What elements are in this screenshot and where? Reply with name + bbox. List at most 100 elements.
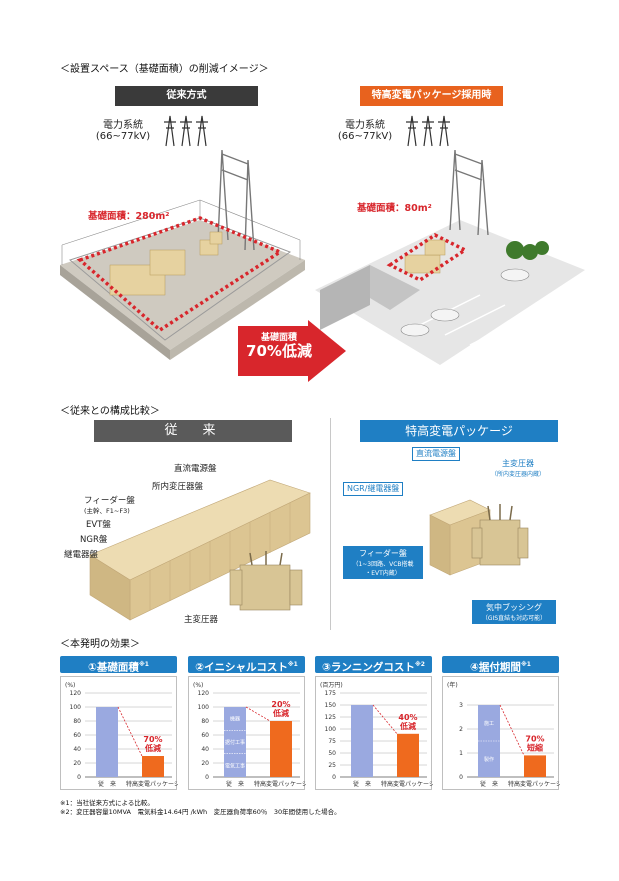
y-tick-label: 0 bbox=[459, 774, 463, 781]
label-pkg-dc-power-panel: 直流電源盤 bbox=[412, 447, 460, 461]
reduction-annotation: 低減 bbox=[272, 708, 289, 718]
reduction-annotation: 低減 bbox=[399, 721, 416, 731]
y-tick-label: 20 bbox=[73, 760, 81, 767]
y-tick-label: 125 bbox=[325, 714, 337, 721]
bar-segment-label: 機器 bbox=[230, 716, 240, 723]
y-tick-label: 0 bbox=[77, 774, 81, 781]
y-tick-label: 60 bbox=[73, 732, 81, 739]
reduction-annotation: 20% bbox=[271, 700, 290, 709]
y-tick-label: 150 bbox=[325, 702, 337, 709]
y-tick-label: 100 bbox=[70, 704, 82, 711]
y-tick-label: 80 bbox=[201, 718, 209, 725]
y-tick-label: 2 bbox=[459, 726, 463, 733]
x-category-label: 特高変電パッケージ bbox=[508, 780, 560, 788]
label-pkg-ngr-relay-panel: NGR/継電器盤 bbox=[343, 482, 404, 496]
divider bbox=[330, 418, 331, 630]
effect-bar-chart: (%)020406080100120従 来特高変電パッケージ70%低減 bbox=[65, 682, 178, 788]
effect-card-title-text: ④据付期間 bbox=[470, 661, 521, 674]
section2-heading: ＜従来との構成比較＞ bbox=[60, 406, 160, 417]
conventional-equipment-illustration bbox=[89, 479, 311, 621]
y-tick-label: 40 bbox=[73, 746, 81, 753]
label-evt-panel: EVT盤 bbox=[86, 520, 111, 530]
reduction-connector bbox=[372, 704, 398, 735]
x-category-label: 特高変電パッケージ bbox=[381, 780, 433, 788]
x-category-label: 従 来 bbox=[226, 780, 244, 788]
y-axis-unit: (%) bbox=[193, 682, 203, 689]
conventional-substation-illustration bbox=[60, 149, 305, 360]
effect-card-footnote-ref: ※1 bbox=[138, 661, 149, 668]
transmission-tower-icon bbox=[406, 115, 450, 147]
bar-package bbox=[397, 733, 419, 777]
package-header: 特高変電パッケージ採用時 bbox=[360, 86, 503, 106]
x-category-label: 従 来 bbox=[98, 780, 116, 788]
effect-card-footnote-ref: ※1 bbox=[520, 661, 531, 668]
bar-segment-label: 据付工事 bbox=[225, 739, 245, 746]
effect-card-title: ①基礎面積※1 bbox=[60, 656, 177, 674]
effect-bar-chart: (%)020406080100120従 来特高変電パッケージ20%低減機器据付工… bbox=[193, 682, 306, 788]
y-axis-unit: (%) bbox=[65, 682, 75, 689]
section3-heading: ＜本発明の効果＞ bbox=[60, 639, 140, 650]
conventional-config-header: 従 来 bbox=[94, 420, 292, 442]
effect-card-title: ④据付期間※1 bbox=[442, 656, 559, 674]
transmission-tower-icon bbox=[164, 115, 208, 147]
label-feeder-panel: フィーダー盤 bbox=[84, 496, 135, 506]
reduction-annotation: 低減 bbox=[144, 743, 161, 753]
reduction-connector bbox=[499, 704, 525, 756]
label-pkg-feeder-panel: フィーダー盤 （1~3回路、VCB搭載 ・EVT内蔵） bbox=[343, 546, 423, 579]
power-grid-label-left: 電力系統 (66~77kV) bbox=[95, 120, 151, 142]
effect-card-footnote-ref: ※1 bbox=[287, 661, 298, 668]
package-equipment-illustration bbox=[429, 499, 529, 576]
effect-bar-chart: (年)0123従 来特高変電パッケージ70%短縮施工製作 bbox=[447, 681, 560, 788]
reduction-arrow bbox=[238, 320, 346, 382]
package-config-header: 特高変電パッケージ bbox=[360, 420, 558, 442]
effect-card-title-text: ②イニシャルコスト bbox=[195, 661, 288, 674]
y-tick-label: 40 bbox=[201, 746, 209, 753]
footnote-1: ※1：当社従来方式による比較。 bbox=[60, 799, 154, 807]
bar-package bbox=[524, 755, 546, 777]
y-tick-label: 0 bbox=[332, 774, 336, 781]
x-category-label: 特高変電パッケージ bbox=[126, 780, 178, 788]
bar-segment-label: 電気工事 bbox=[225, 762, 245, 769]
package-area-label: 基礎面積：80m² bbox=[357, 203, 432, 214]
effect-card-title-text: ③ランニングコスト bbox=[322, 661, 415, 674]
reduction-annotation: 40% bbox=[398, 713, 417, 722]
y-tick-label: 175 bbox=[325, 690, 337, 697]
x-category-label: 従 来 bbox=[353, 780, 371, 788]
effect-bar-chart: (百万円)0255075100125150175従 来特高変電パッケージ40%低… bbox=[320, 682, 433, 788]
effect-card-title-text: ①基礎面積 bbox=[88, 661, 139, 674]
bar-package bbox=[142, 756, 164, 777]
y-tick-label: 100 bbox=[198, 704, 210, 711]
y-tick-label: 20 bbox=[201, 760, 209, 767]
y-tick-label: 120 bbox=[70, 690, 82, 697]
bar-segment-label: 施工 bbox=[484, 720, 494, 727]
y-tick-label: 100 bbox=[325, 726, 337, 733]
y-tick-label: 50 bbox=[328, 750, 336, 757]
y-tick-label: 25 bbox=[328, 762, 336, 769]
reduction-connector bbox=[117, 706, 143, 757]
label-main-transformer: 主変圧器 bbox=[184, 615, 219, 625]
bar-package bbox=[270, 721, 292, 777]
reduction-annotation: 70% bbox=[525, 734, 544, 743]
power-grid-label-right: 電力系統 (66~77kV) bbox=[337, 120, 393, 142]
reduction-arrow-text: 基礎面積 70%低減 bbox=[246, 333, 312, 360]
label-dc-power-panel: 直流電源盤 bbox=[174, 464, 217, 474]
footnote-2: ※2：変圧器容量10MVA 電気料金14.64円 /kWh 変圧器負荷率60％ … bbox=[60, 808, 341, 816]
conventional-area-label: 基礎面積：280m² bbox=[88, 211, 170, 222]
effect-card-title: ②イニシャルコスト※1 bbox=[188, 656, 305, 674]
y-tick-label: 80 bbox=[73, 718, 81, 725]
section1-heading: ＜設置スペース（基礎面積）の削減イメージ＞ bbox=[60, 64, 269, 75]
label-ngr-panel: NGR盤 bbox=[80, 535, 108, 545]
label-feeder-panel-sub: (主幹、F1~F3) bbox=[84, 507, 130, 515]
x-category-label: 従 来 bbox=[480, 780, 498, 788]
y-tick-label: 120 bbox=[198, 690, 210, 697]
label-pkg-air-bushing: 気中ブッシング （GIS直結も対応可能） bbox=[472, 600, 556, 624]
y-tick-label: 1 bbox=[459, 750, 463, 757]
bar-conventional bbox=[96, 707, 118, 777]
effect-card-title: ③ランニングコスト※2 bbox=[315, 656, 432, 674]
reduction-annotation: 短縮 bbox=[527, 742, 543, 752]
bar-conventional bbox=[224, 707, 246, 777]
